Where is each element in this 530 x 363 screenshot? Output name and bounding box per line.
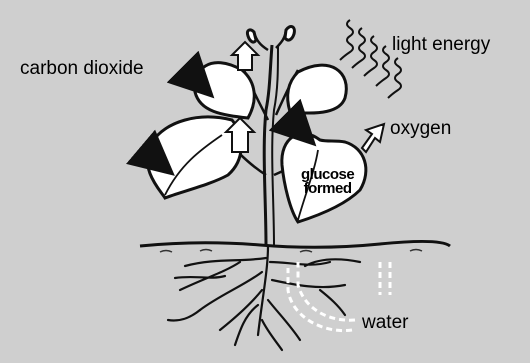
formed-line: formed (301, 182, 354, 196)
carbon-dioxide-label: carbon dioxide (20, 58, 144, 80)
leaf-upper-right (288, 65, 347, 113)
water-label: water (362, 312, 408, 334)
oxygen-label: oxygen (390, 118, 451, 140)
glucose-formed-label: glucose formed (301, 168, 354, 196)
leaf-bud-right (285, 27, 294, 41)
light-energy-label: light energy (392, 34, 490, 56)
leaf-bud-left (247, 30, 256, 42)
